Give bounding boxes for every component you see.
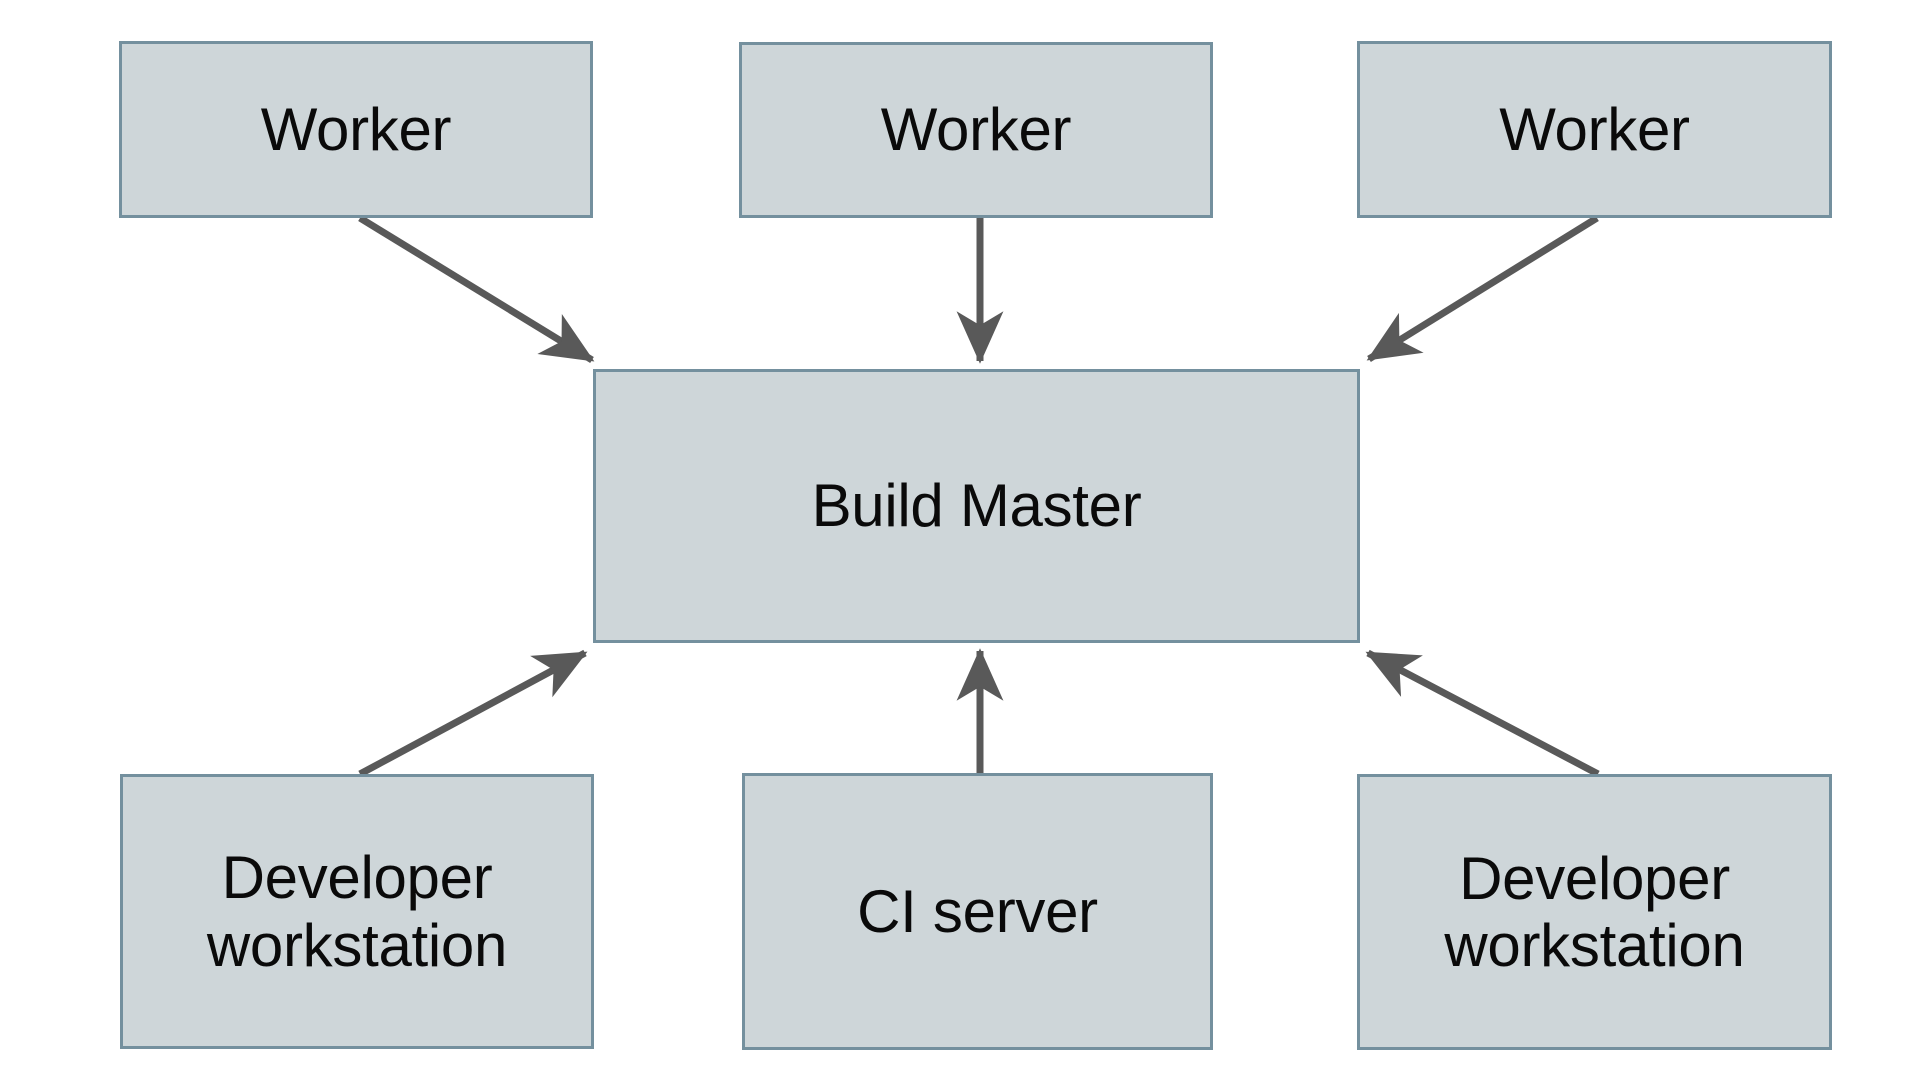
- node-worker-2[interactable]: Worker: [739, 42, 1213, 218]
- edge-worker-3-to-build-master: [1366, 215, 1599, 362]
- node-worker-3-label: Worker: [1499, 95, 1690, 163]
- edge-dev-workstation-left-to-build-master: [358, 649, 588, 778]
- node-developer-workstation-right[interactable]: Developer workstation: [1357, 774, 1832, 1050]
- node-developer-workstation-right-label: Developer workstation: [1444, 844, 1745, 979]
- node-ci-server[interactable]: CI server: [742, 773, 1213, 1050]
- node-developer-workstation-left[interactable]: Developer workstation: [120, 774, 594, 1049]
- node-worker-1-label: Worker: [260, 95, 452, 163]
- node-worker-1[interactable]: Worker: [119, 41, 593, 218]
- node-build-master[interactable]: Build Master: [593, 369, 1360, 643]
- node-developer-workstation-left-label: Developer workstation: [206, 844, 508, 979]
- node-worker-3[interactable]: Worker: [1357, 41, 1832, 218]
- node-build-master-label: Build Master: [811, 472, 1142, 540]
- node-ci-server-label: CI server: [857, 877, 1098, 945]
- node-worker-2-label: Worker: [880, 96, 1072, 164]
- edge-dev-workstation-right-to-build-master: [1365, 649, 1600, 778]
- edge-worker-1-to-build-master: [358, 215, 595, 363]
